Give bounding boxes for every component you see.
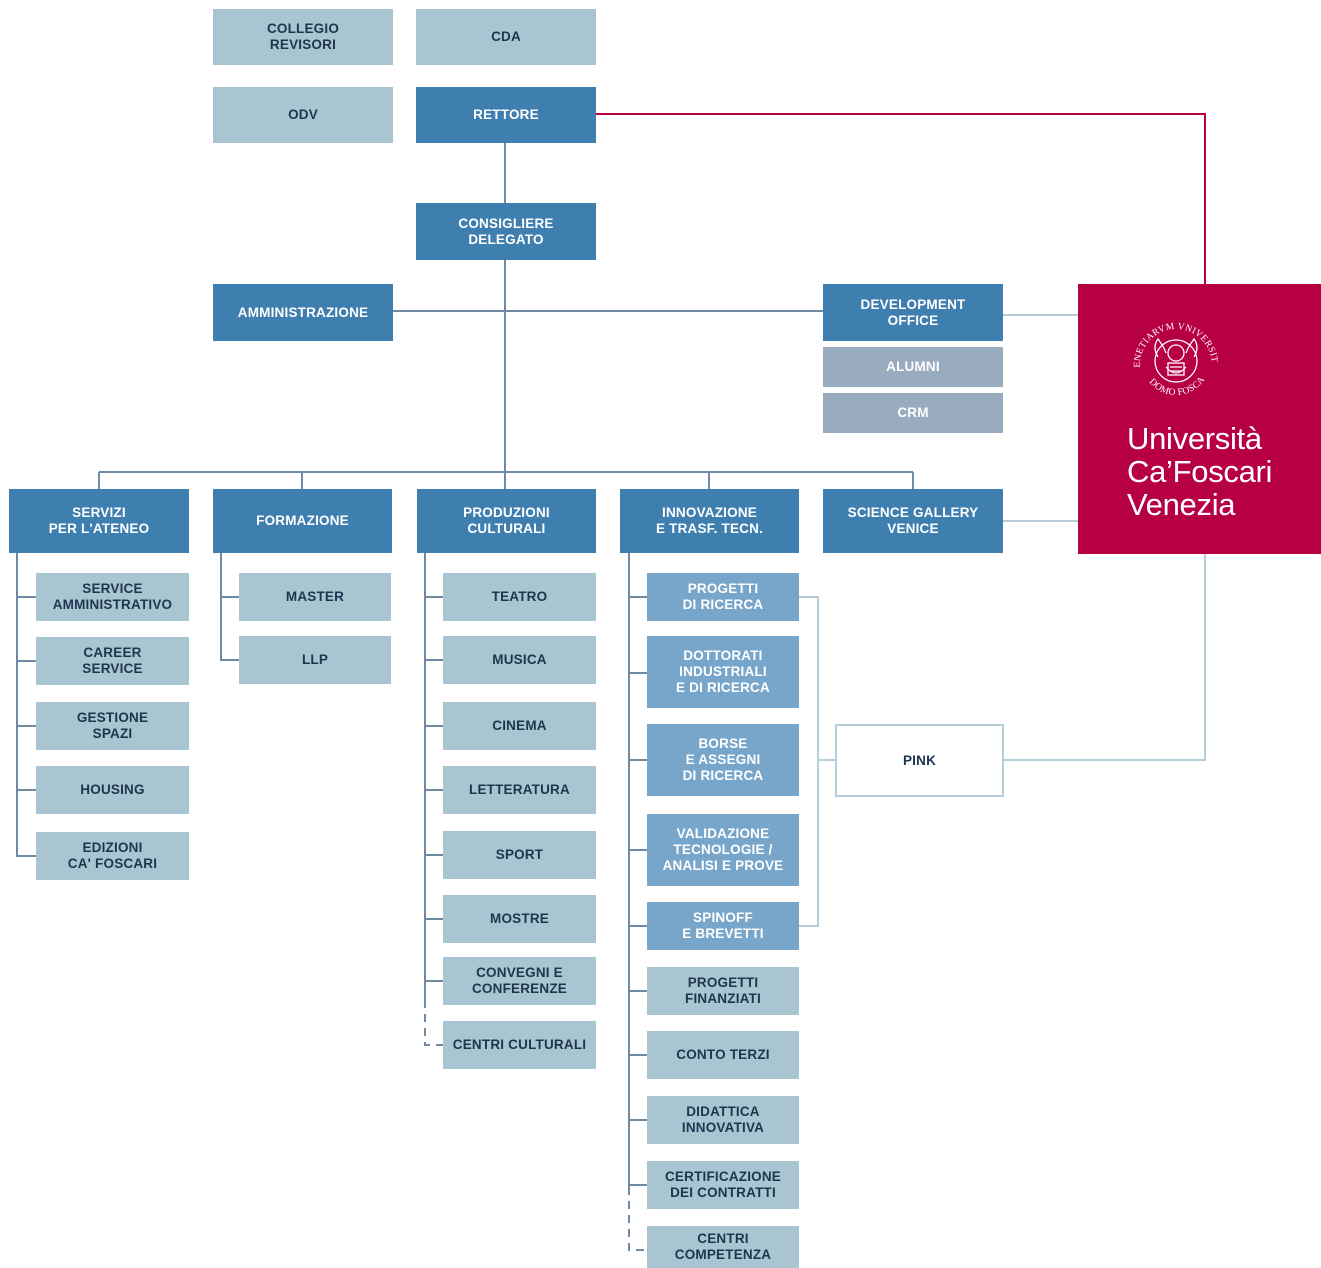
connector-area-drops	[98, 472, 914, 489]
mostre-box: MOSTRE	[443, 895, 596, 943]
collegio-revisori-box: COLLEGIO REVISORI	[213, 9, 393, 65]
teatro-box: TEATRO	[443, 573, 596, 621]
university-logo-panel	[1078, 284, 1321, 554]
crm-box: CRM	[823, 393, 1003, 433]
conto-terzi-box: CONTO TERZI	[647, 1031, 799, 1079]
connector-innovazione-items	[628, 553, 647, 1187]
servizi-ateneo-box: SERVIZI PER L'ATENEO	[9, 489, 189, 553]
consigliere-delegato-box: CONSIGLIERE DELEGATO	[416, 203, 596, 260]
university-name: Università Ca’Foscari Venezia	[1127, 422, 1317, 521]
connector-produzioni-items	[424, 553, 443, 1000]
amministrazione-box: AMMINISTRAZIONE	[213, 284, 393, 341]
certificazione-contratti-box: CERTIFICAZIONE DEI CONTRATTI	[647, 1161, 799, 1209]
development-office-box: DEVELOPMENT OFFICE	[823, 284, 1003, 341]
connector-innovation-bracket	[799, 596, 819, 927]
edizioni-ca-foscari-box: EDIZIONI CA' FOSCARI	[36, 832, 189, 880]
connector-formazione-items	[220, 553, 239, 661]
letteratura-box: LETTERATURA	[443, 766, 596, 814]
centri-competenza-box: CENTRI COMPETENZA	[647, 1226, 799, 1268]
connector-pink-logo	[1003, 554, 1206, 761]
pink-box: PINK	[835, 724, 1004, 797]
service-amministrativo-box: SERVICE AMMINISTRATIVO	[36, 573, 189, 621]
university-name-line-2: Ca’Foscari	[1127, 454, 1273, 489]
musica-box: MUSICA	[443, 636, 596, 684]
university-name-line-3: Venezia	[1127, 487, 1236, 522]
connector-rettore-logo	[596, 113, 1206, 284]
master-box: MASTER	[239, 573, 391, 621]
housing-box: HOUSING	[36, 766, 189, 814]
borse-assegni-box: BORSE E ASSEGNI DI RICERCA	[647, 724, 799, 796]
progetti-ricerca-box: PROGETTI DI RICERCA	[647, 573, 799, 621]
science-gallery-box: SCIENCE GALLERY VENICE	[823, 489, 1003, 553]
progetti-finanziati-box: PROGETTI FINANZIATI	[647, 967, 799, 1015]
convegni-conferenze-box: CONVEGNI E CONFERENZE	[443, 957, 596, 1005]
connector-servizi-items	[16, 553, 36, 857]
innovazione-box: INNOVAZIONE E TRASF. TECN.	[620, 489, 799, 553]
spinoff-brevetti-box: SPINOFF E BREVETTI	[647, 902, 799, 950]
llp-box: LLP	[239, 636, 391, 684]
validazione-tecnologie-box: VALIDAZIONE TECNOLOGIE / ANALISI E PROVE	[647, 814, 799, 886]
rettore-box: RETTORE	[416, 87, 596, 143]
dottorati-box: DOTTORATI INDUSTRIALI E DI RICERCA	[647, 636, 799, 708]
formazione-box: FORMAZIONE	[213, 489, 392, 553]
gestione-spazi-box: GESTIONE SPAZI	[36, 702, 189, 750]
university-name-line-1: Università	[1127, 421, 1262, 456]
produzioni-culturali-box: PRODUZIONI CULTURALI	[417, 489, 596, 553]
university-seal-icon: VENETIARVM VNIVERSITAS IN DOMO FOSCARI	[1128, 313, 1219, 398]
connector-centri-culturali-dashed	[424, 1000, 443, 1046]
sport-box: SPORT	[443, 831, 596, 879]
cinema-box: CINEMA	[443, 702, 596, 750]
cda-box: CDA	[416, 9, 596, 65]
connector-centri-competenza-dashed	[628, 1187, 647, 1251]
career-service-box: CAREER SERVICE	[36, 637, 189, 685]
didattica-innovativa-box: DIDATTICA INNOVATIVA	[647, 1096, 799, 1144]
centri-culturali-box: CENTRI CULTURALI	[443, 1021, 596, 1069]
odv-box: ODV	[213, 87, 393, 143]
alumni-box: ALUMNI	[823, 347, 1003, 387]
